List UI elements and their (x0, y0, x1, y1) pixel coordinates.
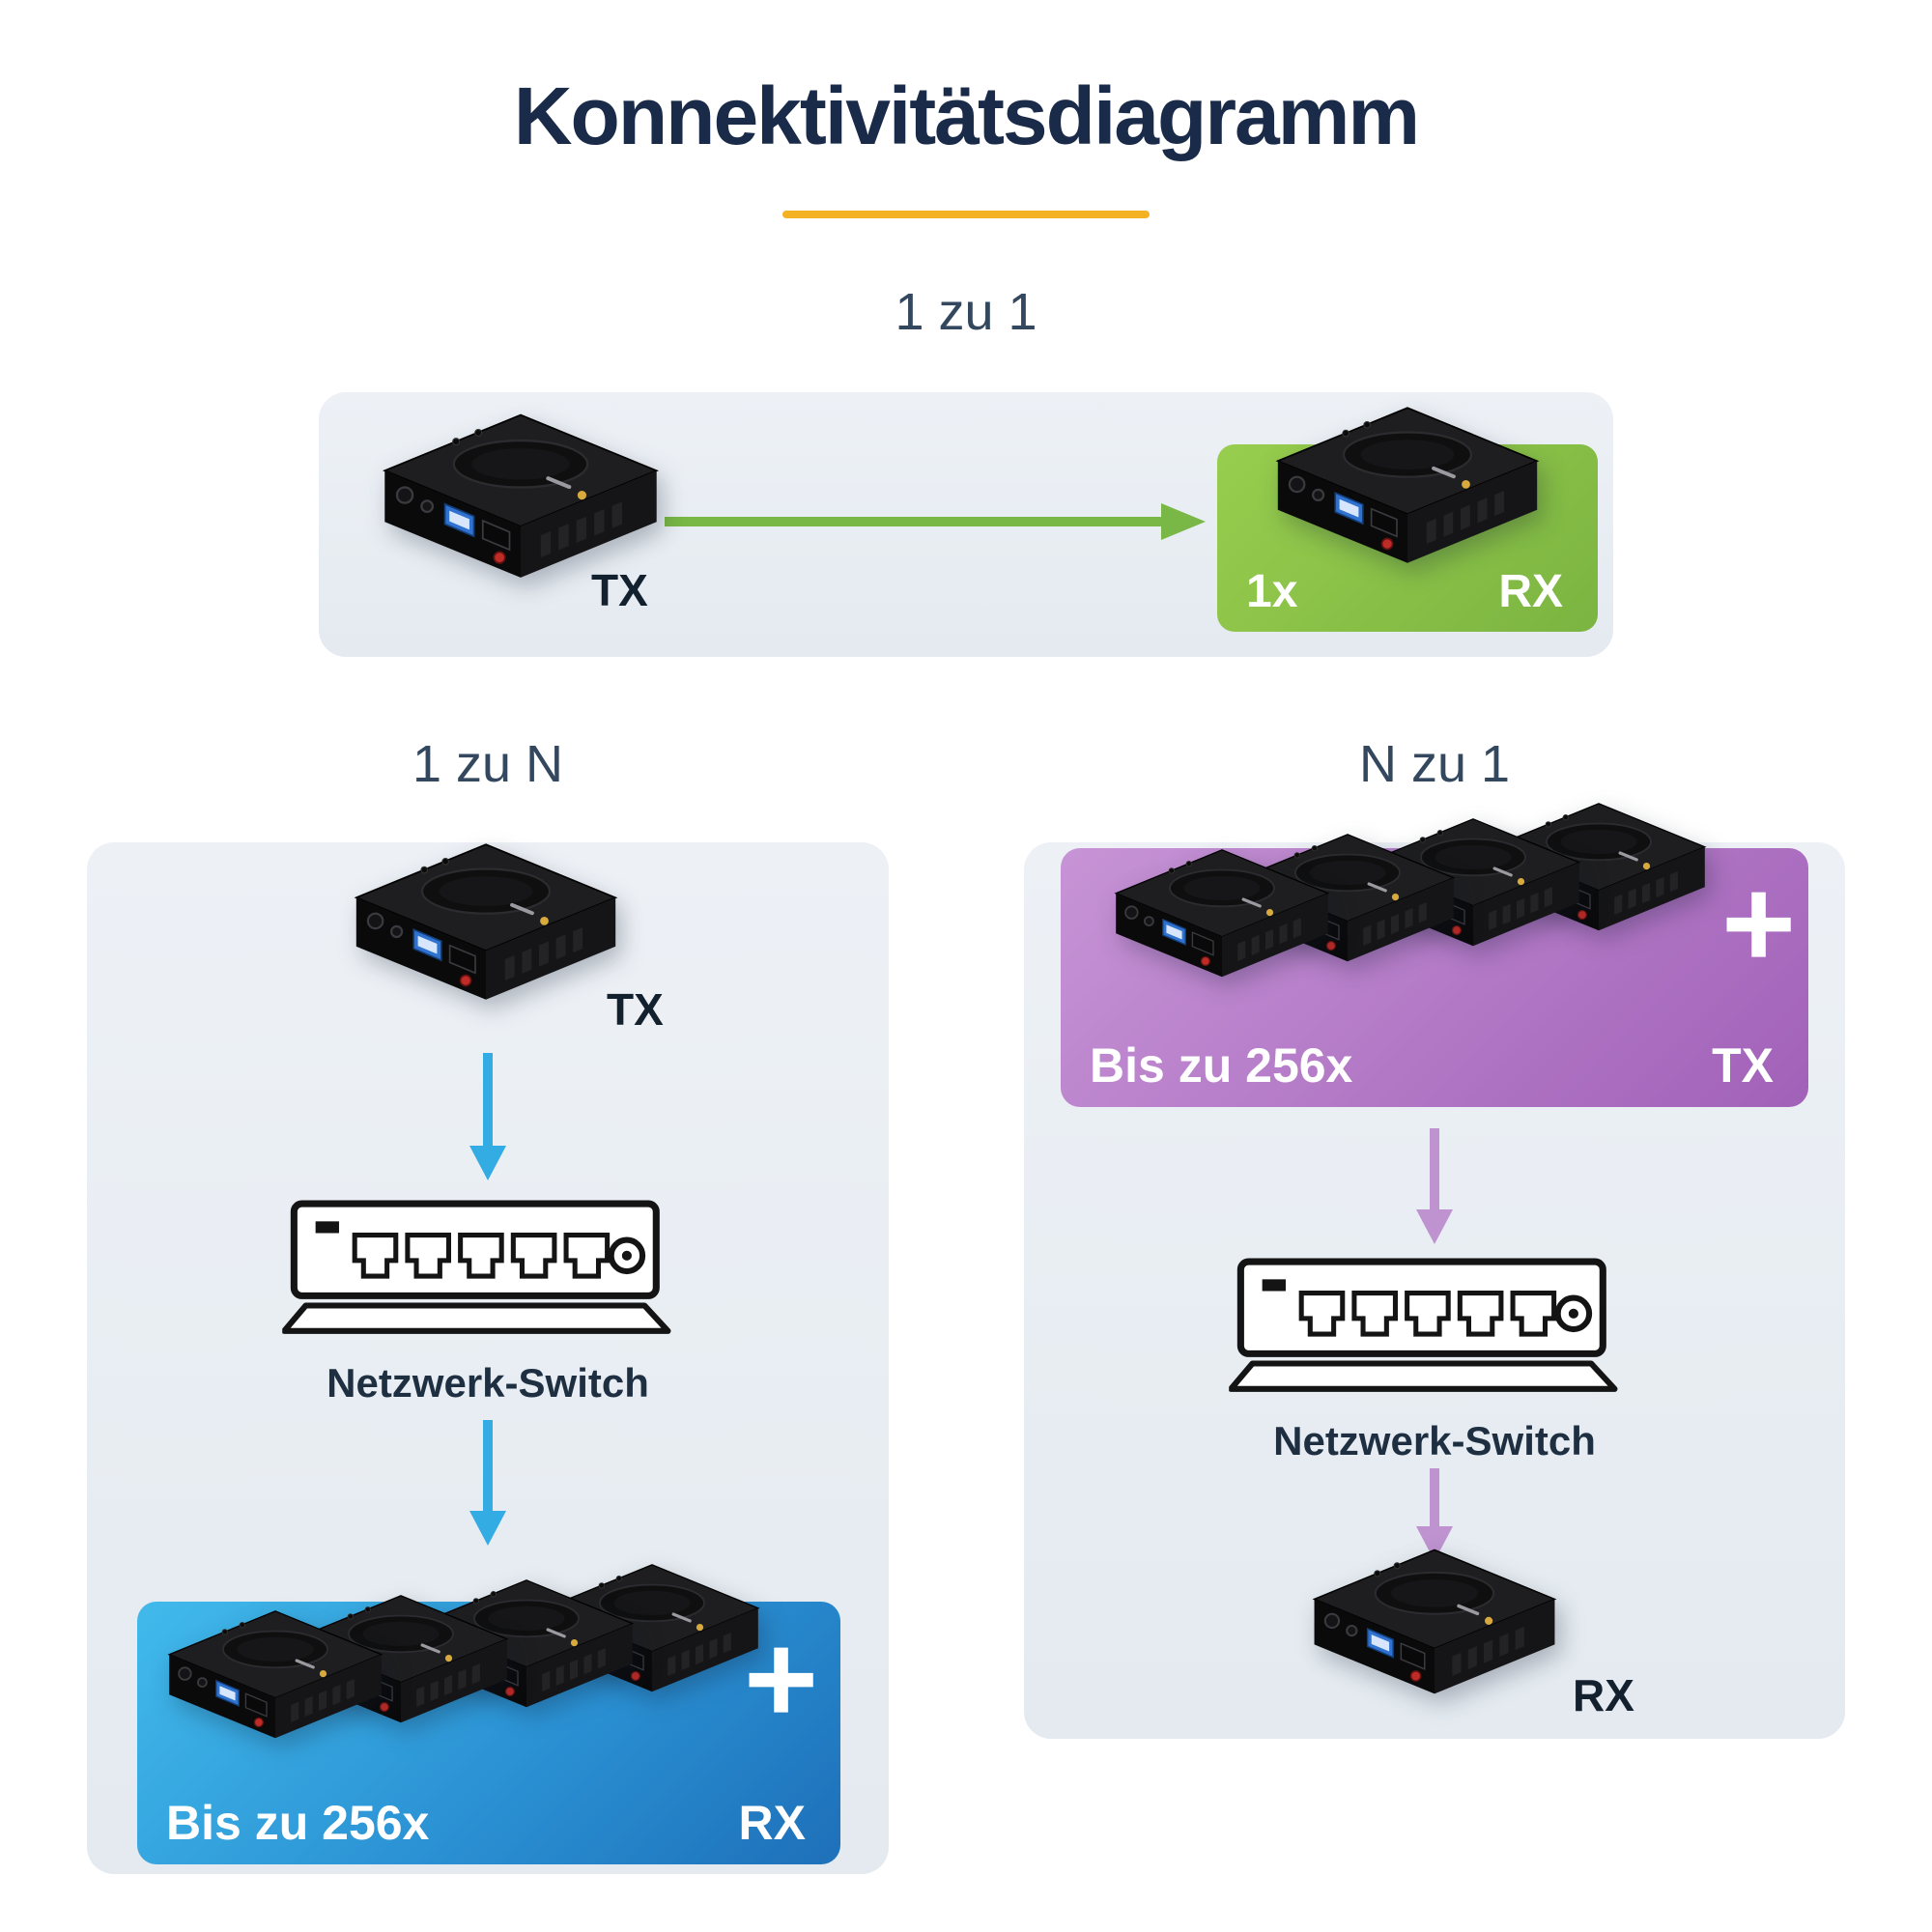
rx-device-icon (1287, 1528, 1582, 1725)
tx-device-icon (327, 821, 645, 1034)
receivers-count-badge: Bis zu 256x (166, 1796, 430, 1850)
plus-sign: + (1721, 852, 1797, 994)
receiver-label: RX (1498, 566, 1563, 617)
tx-device-icon (1092, 831, 1352, 1005)
transmitters-label: TX (1712, 1038, 1774, 1093)
section-label-one-to-n: 1 zu N (412, 735, 564, 793)
tx-label: TX (607, 984, 664, 1035)
network-switch-icon (1229, 1254, 1640, 1401)
section-label-one-to-one: 1 zu 1 (895, 283, 1037, 341)
title-accent-underline (782, 211, 1150, 218)
network-switch-label: Netzwerk-Switch (327, 1360, 649, 1406)
section-label-n-to-one: N zu 1 (1358, 735, 1511, 793)
transmitters-count-badge: Bis zu 256x (1090, 1038, 1353, 1093)
rx-device-icon (1248, 384, 1567, 597)
rx-device-icon (145, 1592, 406, 1766)
arrow-down-icon (1416, 1468, 1453, 1561)
network-switch-icon (282, 1196, 694, 1343)
receiver-count-badge: 1x (1246, 566, 1298, 617)
rx-label: RX (1573, 1670, 1634, 1720)
arrow-right-icon (665, 503, 1206, 540)
plus-sign: + (744, 1607, 819, 1749)
receivers-label: RX (738, 1796, 806, 1850)
arrow-down-icon (469, 1053, 506, 1180)
network-switch-label: Netzwerk-Switch (1273, 1418, 1596, 1463)
tx-label: TX (591, 565, 648, 615)
page-title: Konnektivitätsdiagramm (513, 71, 1420, 161)
arrow-down-icon (1416, 1128, 1453, 1244)
arrow-down-icon (469, 1420, 506, 1546)
